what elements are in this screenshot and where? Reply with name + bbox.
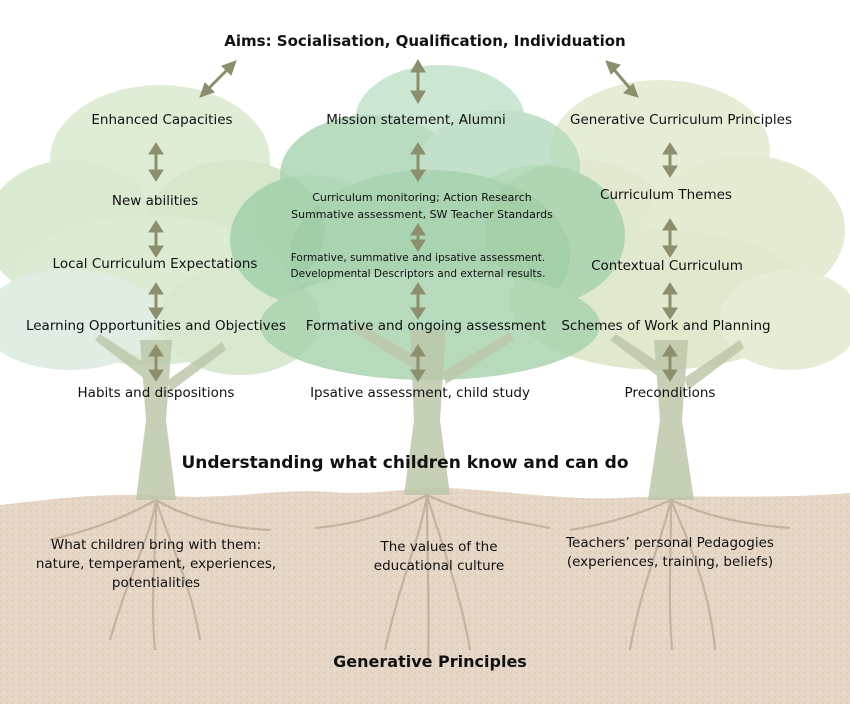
arrow-left-2 (148, 220, 164, 258)
arrow-left-4 (148, 344, 164, 382)
arrow-middle-2 (410, 223, 426, 252)
left-item-learning-opportunities: Learning Opportunities and Objectives (25, 318, 287, 334)
middle-item-developmental-descriptors: Developmental Descriptors and external r… (290, 268, 546, 280)
left-item-new-abilities: New abilities (111, 193, 199, 209)
arrow-aims-middle (410, 59, 426, 104)
arrows (148, 59, 678, 382)
roots-left-line-1: What children bring with them: (50, 537, 262, 553)
arrow-right-4 (662, 344, 678, 382)
soil-ground (0, 487, 850, 704)
generative-principles-heading: Generative Principles (333, 652, 527, 671)
arrow-left-1 (148, 142, 164, 182)
tree-roots (49, 494, 791, 661)
right-item-generative-curriculum-principles: Generative Curriculum Principles (570, 112, 792, 128)
understanding-heading: Understanding what children know and can… (181, 453, 629, 473)
middle-item-ipsative-child-study: Ipsative assessment, child study (310, 385, 530, 401)
arrow-right-1 (662, 142, 678, 178)
arrow-aims-left (199, 60, 237, 98)
middle-tree-foliage (230, 65, 625, 380)
middle-item-formative-summative-ipsative: Formative, summative and ipsative assess… (290, 252, 546, 264)
arrow-middle-3 (410, 282, 426, 320)
left-item-enhanced-capacities: Enhanced Capacities (91, 112, 233, 128)
right-item-contextual-curriculum: Contextual Curriculum (591, 258, 743, 274)
middle-item-mission-statement: Mission statement, Alumni (326, 112, 506, 128)
left-item-habits-dispositions: Habits and dispositions (77, 385, 235, 401)
roots-left-line-3: potentialities (111, 575, 201, 591)
arrow-right-2 (662, 218, 678, 258)
arrow-middle-1 (410, 142, 426, 182)
middle-item-curriculum-monitoring: Curriculum monitoring; Action Research (312, 191, 532, 204)
roots-right-line-2: (experiences, training, beliefs) (566, 554, 774, 570)
arrow-middle-4 (410, 344, 426, 382)
right-item-curriculum-themes: Curriculum Themes (600, 187, 732, 203)
arrow-aims-right (605, 60, 639, 98)
tree-trunks (95, 322, 744, 500)
aims-title: Aims: Socialisation, Qualification, Indi… (224, 32, 626, 50)
right-item-schemes-of-work: Schemes of Work and Planning (561, 318, 771, 334)
arrow-right-3 (662, 282, 678, 320)
middle-item-summative-assessment: Summative assessment, SW Teacher Standar… (291, 208, 553, 221)
left-item-local-curriculum-expectations: Local Curriculum Expectations (52, 256, 258, 272)
right-item-preconditions: Preconditions (624, 385, 716, 401)
roots-middle-line-1: The values of the (380, 539, 498, 555)
arrow-left-3 (148, 282, 164, 320)
roots-right-line-1: Teachers’ personal Pedagogies (566, 535, 774, 551)
middle-item-formative-ongoing: Formative and ongoing assessment (305, 318, 547, 334)
roots-left-line-2: nature, temperament, experiences, (35, 556, 277, 572)
roots-middle-line-2: educational culture (373, 558, 505, 574)
